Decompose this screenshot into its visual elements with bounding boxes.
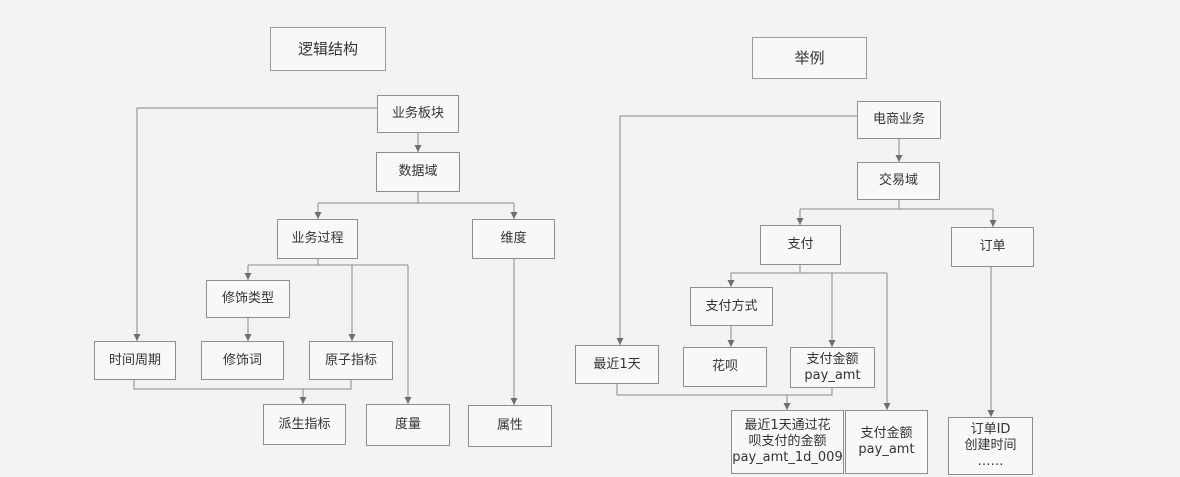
arrow-connector-0 [136, 107, 377, 341]
line-connector-47 [616, 384, 833, 396]
arrowhead-19 [244, 334, 252, 341]
example-last-1-day: 最近1天 [575, 345, 659, 384]
arrowhead-26 [616, 338, 624, 345]
arrowhead-15 [348, 334, 356, 341]
example-trade-domain: 交易域 [857, 162, 940, 200]
logic-modifier-type: 修饰类型 [206, 280, 290, 318]
arrowhead-3 [414, 145, 422, 152]
logic-atomic-metric: 原子指标 [309, 341, 393, 380]
example-huabei: 花呗 [683, 347, 767, 387]
arrowhead-24 [299, 397, 307, 404]
line-connector-22 [133, 380, 352, 390]
logic-business-section: 业务板块 [377, 95, 459, 133]
logic-dimension: 维度 [472, 219, 555, 259]
example-title: 举例 [752, 37, 867, 79]
arrowhead-38 [727, 280, 735, 287]
arrowhead-32 [796, 218, 804, 225]
arrowhead-34 [989, 220, 997, 227]
example-pay-amount-atomic: 支付金额 pay_amt [790, 347, 875, 388]
arrowhead-42 [883, 403, 891, 410]
connector-group [133, 107, 997, 417]
example-order: 订单 [951, 227, 1034, 267]
logic-business-process: 业务过程 [277, 219, 358, 259]
example-pay-amount-measure: 支付金额 pay_amt [845, 410, 928, 474]
logic-attribute: 属性 [468, 405, 552, 447]
example-ecommerce: 电商业务 [857, 101, 941, 139]
logic-time-period: 时间周期 [94, 341, 176, 380]
arrowhead-21 [510, 398, 518, 405]
arrowhead-13 [244, 273, 252, 280]
logic-derived-metric: 派生指标 [263, 404, 346, 445]
arrowhead-1 [133, 334, 141, 341]
example-derived-pay-amount: 最近1天通过花 呗支付的金额 pay_amt_1d_009 [731, 410, 844, 474]
logic-title: 逻辑结构 [270, 27, 386, 71]
logic-measure: 度量 [366, 404, 450, 446]
example-order-attributes: 订单ID 创建时间 …… [948, 417, 1033, 475]
arrowhead-28 [895, 155, 903, 162]
arrowhead-44 [727, 340, 735, 347]
example-payment: 支付 [760, 225, 841, 265]
logic-data-domain: 数据域 [376, 152, 460, 192]
arrowhead-46 [987, 410, 995, 417]
logic-modifier: 修饰词 [201, 341, 284, 380]
arrow-connector-25 [619, 115, 857, 345]
arrowhead-49 [783, 403, 791, 410]
example-payment-method: 支付方式 [690, 287, 773, 326]
arrowhead-40 [828, 340, 836, 347]
arrowhead-9 [510, 212, 518, 219]
arrowhead-7 [314, 212, 322, 219]
arrowhead-17 [404, 397, 412, 404]
